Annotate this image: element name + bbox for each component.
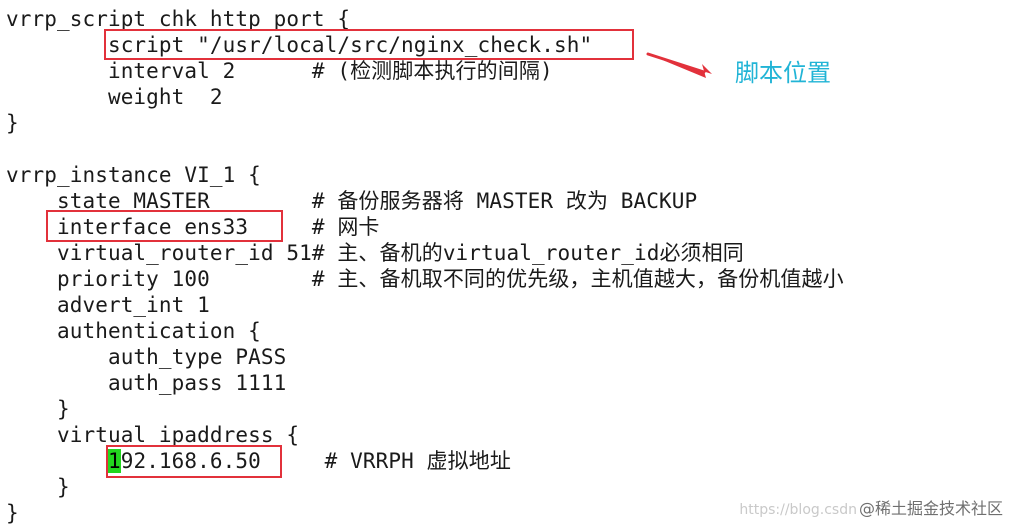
- code-line: weight 2: [6, 85, 223, 109]
- code-line: auth_type PASS: [6, 345, 287, 369]
- vip-comment: # VRRPH 虚拟地址: [324, 449, 511, 473]
- code-line: priority 100 # 主、备机取不同的优先级，主机值越大，备份机值越小: [6, 267, 844, 291]
- interface-highlight: [46, 210, 283, 242]
- code-line: }: [6, 111, 19, 135]
- vip-address-value: 92.168.6.50: [120, 449, 261, 473]
- script-path-highlight: [104, 29, 634, 60]
- code-line: virtual_ipaddress {: [6, 423, 300, 447]
- code-line: interface ens33 # 网卡: [6, 215, 380, 239]
- code-line: }: [6, 501, 19, 525]
- watermark-brand: @稀土掘金技术社区: [858, 499, 1003, 518]
- code-line: vrrp_script chk_http_port {: [6, 7, 351, 31]
- script-location-label: 脚本位置: [735, 59, 831, 87]
- code-line: interval 2 # (检测脚本执行的间隔): [6, 59, 553, 83]
- code-line: vrrp_instance VI_1 {: [6, 163, 261, 187]
- code-line: }: [6, 397, 70, 421]
- text-cursor: 1: [107, 449, 121, 473]
- vip-address-highlight: [106, 445, 282, 478]
- watermark-url: https://blog.csdn: [739, 502, 857, 518]
- watermark: https://blog.csdn @稀土掘金技术社区: [739, 495, 1003, 519]
- code-line: virtual_router_id 51# 主、备机的virtual_route…: [6, 241, 744, 265]
- vip-address-line: 192.168.6.50 # VRRPH 虚拟地址: [6, 448, 511, 474]
- arrow-icon: [646, 52, 712, 78]
- code-line: authentication {: [6, 319, 261, 343]
- code-line: script "/usr/local/src/nginx_check.sh": [6, 33, 593, 57]
- code-line: state MASTER # 备份服务器将 MASTER 改为 BACKUP: [6, 189, 698, 213]
- code-line: }: [6, 475, 70, 499]
- code-line: auth_pass 1111: [6, 371, 287, 395]
- code-line: advert_int 1: [6, 293, 210, 317]
- vip-indent: [6, 449, 108, 473]
